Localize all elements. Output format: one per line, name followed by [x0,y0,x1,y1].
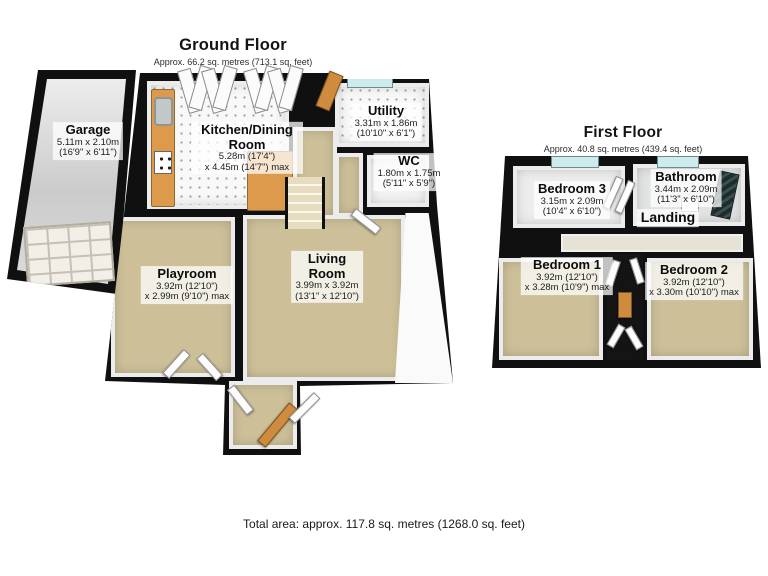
total-area-text: Total area: approx. 117.8 sq. metres (12… [243,517,525,531]
bedroom3-window [551,156,599,168]
bifold-doors-left-icon [177,64,244,114]
living-room-name: Living Room [307,250,347,281]
inner-hall-floor [335,153,363,217]
kitchen-hob-icon [154,151,172,174]
staircase [285,177,325,229]
garage-name: Garage [65,122,111,138]
garage-structure [7,70,136,294]
room-label-bathroom: Bathroom 3.44m x 2.09m (11'3" x 6'10") [650,169,722,207]
room-label-living: Living Room 3.99m x 3.92m (13'1" x 12'10… [291,250,363,304]
bedroom1-name: Bedroom 1 [533,257,601,273]
ground-floor-subtitle: Approx. 66.2 sq. metres (713.1 sq. feet) [153,57,313,67]
room-label-utility: Utility 3.31m x 1.86m (10'10" x 6'1") [350,103,422,141]
first-floor-title: First Floor [583,124,663,141]
first-floor-title-block: First Floor Approx. 40.8 sq. metres (439… [508,124,738,154]
first-floor-subtitle: Approx. 40.8 sq. metres (439.4 sq. feet) [543,144,703,154]
playroom-name: Playroom [157,266,217,282]
utility-window [347,77,393,88]
garage-door [23,221,115,287]
stair-door [618,292,632,318]
room-label-bedroom1: Bedroom 1 3.92m (12'10") x 3.28m (10'9")… [520,257,614,295]
room-label-kitchen: Kitchen/Dining Room 5.28m (17'4") x 4.45… [191,121,303,175]
bathroom-name: Bathroom [655,169,717,185]
room-label-wc: WC 1.80m x 1.75m (5'11" x 5'9") [373,153,445,191]
kitchen-name: Kitchen/Dining Room [201,121,293,152]
stair-rail-right [624,325,644,351]
room-label-garage: Garage 5.11m x 2.10m (16'9" x 6'11") [52,122,124,160]
wc-name: WC [398,153,420,169]
bedroom2-door-leaf [629,257,645,285]
room-label-bedroom3: Bedroom 3 3.15m x 2.09m (10'4" x 6'10") [534,181,610,219]
landing-name: Landing [640,209,696,226]
bifold-doors-right-icon [243,64,310,114]
bathroom-window [657,156,699,168]
bedroom2-name: Bedroom 2 [660,262,728,278]
room-label-landing: Landing [636,209,700,227]
utility-name: Utility [367,103,405,119]
kitchen-sink-icon [154,97,173,126]
landing-floor [561,234,743,252]
ground-floor-title: Ground Floor [179,36,287,54]
bedroom3-name: Bedroom 3 [538,181,606,197]
stair-rail-left [606,323,626,349]
room-label-bedroom2: Bedroom 2 3.92m (12'10") x 3.30m (10'10"… [645,262,743,300]
ground-floor-title-block: Ground Floor Approx. 66.2 sq. metres (71… [113,36,353,67]
room-label-playroom: Playroom 3.92m (12'10") x 2.99m (9'10") … [140,266,234,304]
